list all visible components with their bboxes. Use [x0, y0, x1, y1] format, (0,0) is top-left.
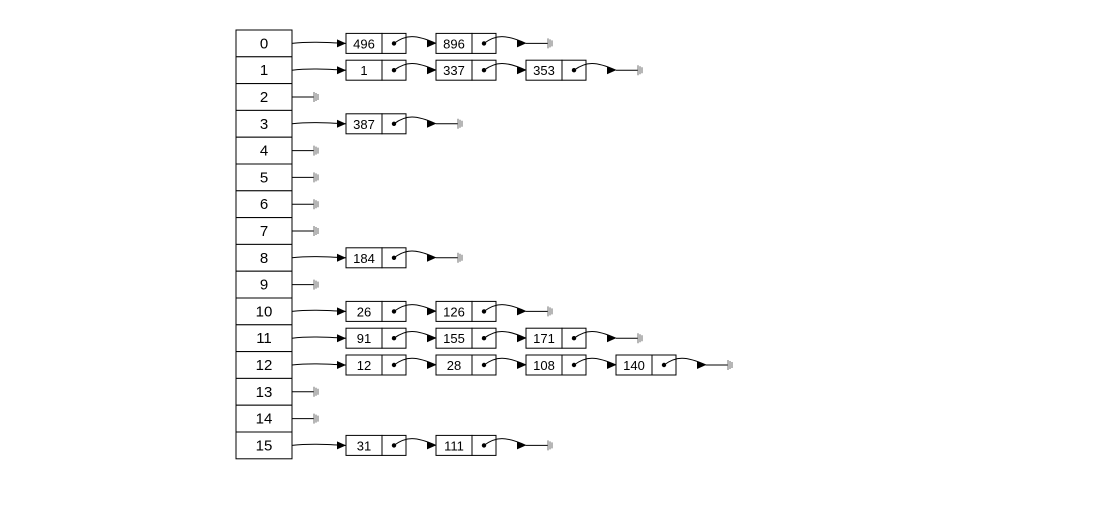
node-1-1-next-arrowhead: [517, 66, 526, 75]
node-0-1-value: 896: [443, 36, 465, 51]
node-15-1-value: 111: [444, 438, 464, 453]
bucket-cell-10: [235, 297, 293, 326]
node-0-1-next-arrowhead: [517, 39, 526, 48]
bucket-index-14: 14: [256, 411, 273, 428]
bucket-index-13: 13: [256, 384, 273, 401]
node-10-0-value: 26: [357, 304, 371, 319]
bucket-arrowhead-15: [337, 441, 346, 450]
bucket-cell-2: [235, 83, 293, 111]
bucket-arrowhead-11: [337, 334, 346, 343]
bucket-arrowhead-12: [337, 361, 346, 369]
bucket-arrowhead-8: [337, 253, 346, 262]
node-3-0-value: 387: [353, 117, 375, 132]
bucket-index-2: 2: [260, 89, 268, 106]
node-8-0-next-arrowhead: [427, 253, 436, 262]
bucket-cell-9: [235, 270, 293, 299]
node-12-3-next-arrowhead: [697, 361, 706, 369]
node-1-1-value: 337: [443, 63, 465, 78]
node-3-0-next-arrowhead: [427, 119, 436, 128]
bucket-arrowhead-1: [337, 66, 346, 75]
bucket-arrowhead-10: [337, 307, 346, 316]
node-12-0-value: 12: [357, 358, 371, 373]
bucket-index-12: 12: [256, 357, 273, 374]
node-12-0-next-arrowhead: [427, 361, 436, 369]
bucket-index-8: 8: [260, 250, 268, 267]
bucket-index-9: 9: [260, 277, 268, 294]
bucket-arrowhead-3: [337, 119, 346, 128]
node-12-1-next-arrowhead: [517, 361, 526, 369]
bucket-index-10: 10: [256, 303, 273, 320]
node-12-2-value: 108: [533, 358, 555, 373]
bucket-index-7: 7: [260, 223, 268, 240]
bucket-cell-13: [235, 377, 293, 406]
bucket-arrowhead-0: [337, 39, 346, 48]
bucket-index-5: 5: [260, 169, 268, 186]
node-15-1-next-arrowhead: [517, 441, 526, 450]
node-10-0-next-arrowhead: [427, 307, 436, 316]
bucket-index-4: 4: [260, 143, 268, 160]
node-11-1-value: 155: [443, 331, 465, 346]
node-0-0-next-arrowhead: [427, 39, 436, 48]
node-11-2-value: 171: [533, 331, 555, 346]
node-1-0-next-arrowhead: [427, 66, 436, 75]
bucket-cell-8: [235, 243, 293, 272]
node-12-3-value: 140: [623, 358, 645, 373]
node-1-2-next-arrowhead: [607, 66, 616, 75]
node-8-0-value: 184: [353, 251, 375, 266]
node-1-0-value: 1: [360, 63, 367, 78]
bucket-cell-11: [235, 324, 293, 353]
bucket-index-3: 3: [260, 116, 268, 133]
node-11-0-next-arrowhead: [427, 334, 436, 343]
node-0-0-value: 496: [353, 36, 375, 51]
node-1-2-value: 353: [533, 63, 555, 78]
node-12-2-next-arrowhead: [607, 361, 616, 369]
node-11-1-next-arrowhead: [517, 334, 526, 343]
bucket-cell-7: [235, 217, 293, 245]
bucket-index-11: 11: [256, 330, 272, 347]
bucket-cell-5: [235, 163, 293, 192]
bucket-index-6: 6: [260, 196, 268, 213]
bucket-cell-0: [235, 29, 293, 58]
bucket-index-1: 1: [260, 62, 268, 79]
node-10-1-value: 126: [443, 304, 465, 319]
node-11-0-value: 91: [357, 331, 371, 346]
bucket-index-15: 15: [256, 437, 273, 454]
bucket-cell-15: [235, 431, 293, 460]
node-12-1-value: 28: [447, 358, 461, 373]
node-15-0-value: 31: [357, 438, 371, 453]
node-11-2-next-arrowhead: [607, 334, 616, 343]
node-15-0-next-arrowhead: [427, 441, 436, 450]
bucket-index-0: 0: [260, 35, 268, 52]
node-10-1-next-arrowhead: [517, 307, 526, 316]
